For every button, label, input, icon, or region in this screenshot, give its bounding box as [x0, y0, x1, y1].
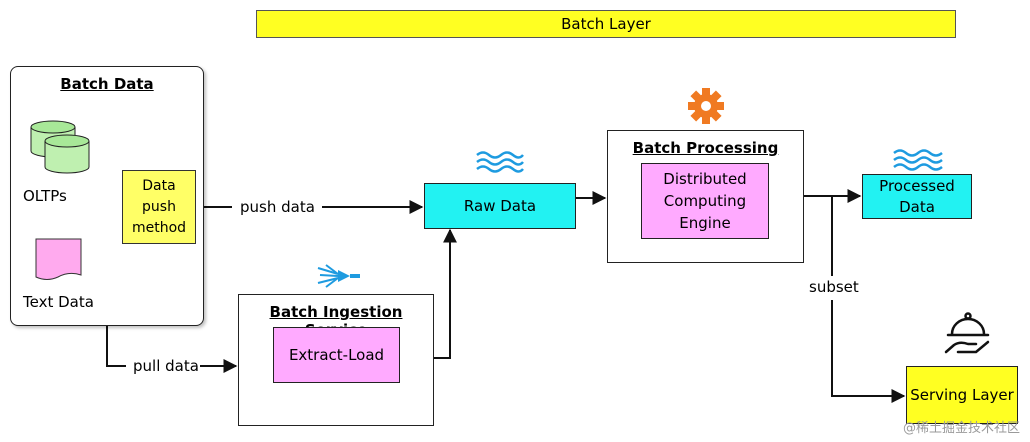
batch-data-title: Batch Data [60, 75, 154, 93]
processed-data-box: Processed Data [862, 174, 972, 219]
extract-load-box: Extract-Load [273, 327, 400, 383]
raw-data-box: Raw Data [424, 183, 576, 229]
push-data-label: push data [240, 198, 315, 216]
gear-icon [688, 88, 724, 124]
distributed-computing-engine-box: Distributed Computing Engine [641, 163, 769, 239]
batch-processing-title: Batch Processing [632, 139, 779, 157]
water-icon [893, 149, 943, 171]
water-icon [476, 151, 524, 173]
oltps-label: OLTPs [23, 187, 67, 205]
document-icon [35, 238, 82, 280]
pull-data-arrow [106, 326, 126, 367]
database-icon [30, 120, 90, 174]
ingest-to-raw-arrow [434, 228, 457, 359]
data-push-method-box: Data push method [122, 170, 196, 244]
subset-label: subset [809, 278, 859, 296]
watermark: @稀土掘金技术社区 [902, 421, 1020, 436]
serving-cloche-icon [944, 312, 990, 354]
text-data-label: Text Data [23, 293, 94, 311]
serving-layer-box: Serving Layer [906, 366, 1018, 424]
batch-layer-banner: Batch Layer [256, 10, 956, 38]
batch-processing-group: Batch Processing [607, 130, 804, 263]
pull-data-label: pull data [133, 357, 199, 375]
ingest-icon [317, 264, 360, 288]
